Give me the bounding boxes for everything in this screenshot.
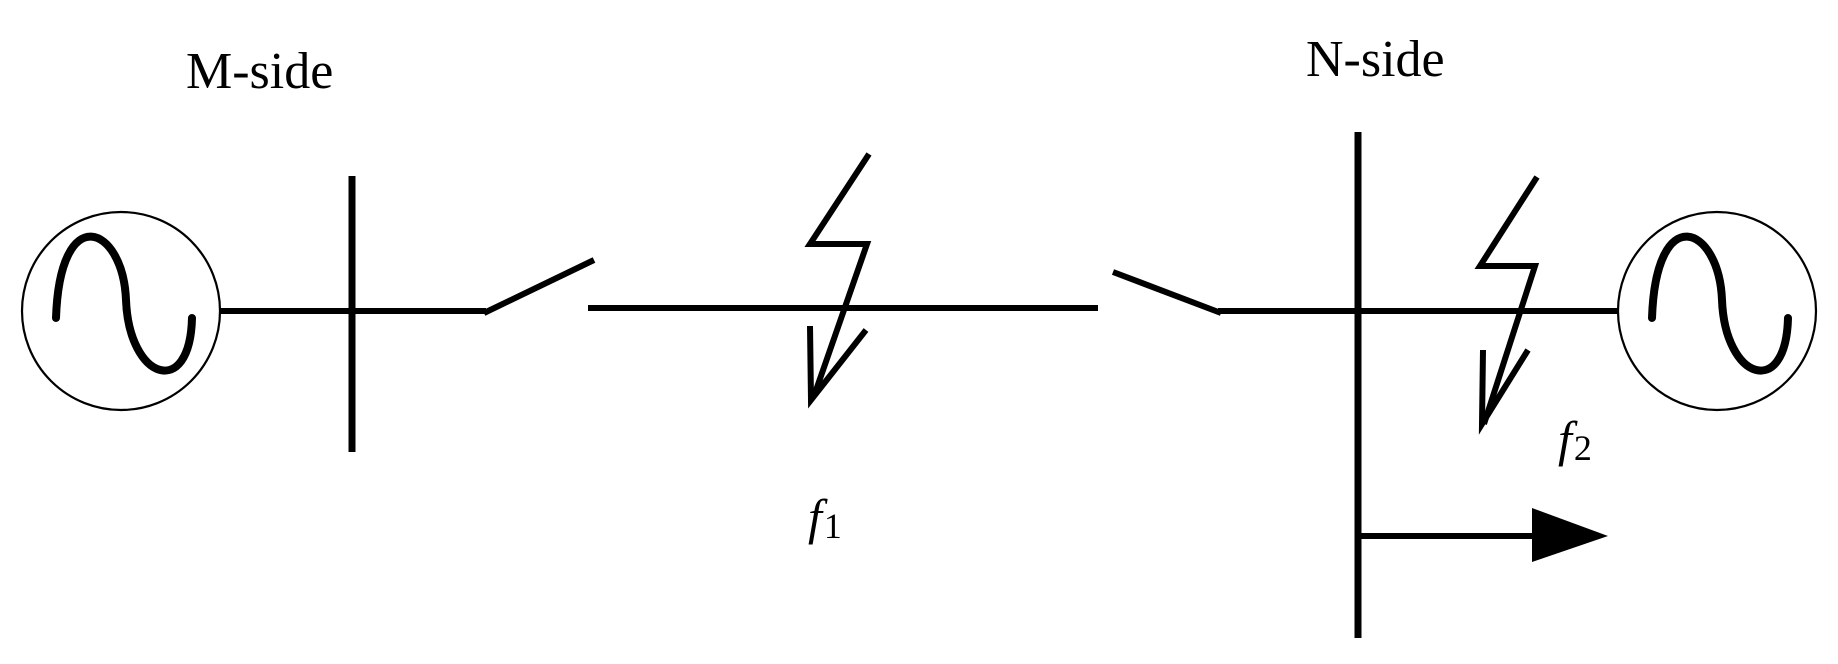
fault-2-label: f2	[1558, 411, 1592, 468]
m-side-generator-icon	[20, 210, 222, 412]
n-side-label: N-side	[1306, 31, 1445, 88]
fault-1-lightning-icon	[804, 152, 872, 409]
load-arrow-icon	[1358, 508, 1608, 562]
m-side-label: M-side	[186, 43, 333, 100]
fault-2-lightning-icon	[1474, 175, 1540, 435]
m-side-breaker-icon	[482, 257, 596, 316]
n-side-generator-icon	[1616, 210, 1818, 412]
fault-1-label: f1	[808, 489, 842, 546]
n-side-breaker-icon	[1111, 269, 1223, 316]
